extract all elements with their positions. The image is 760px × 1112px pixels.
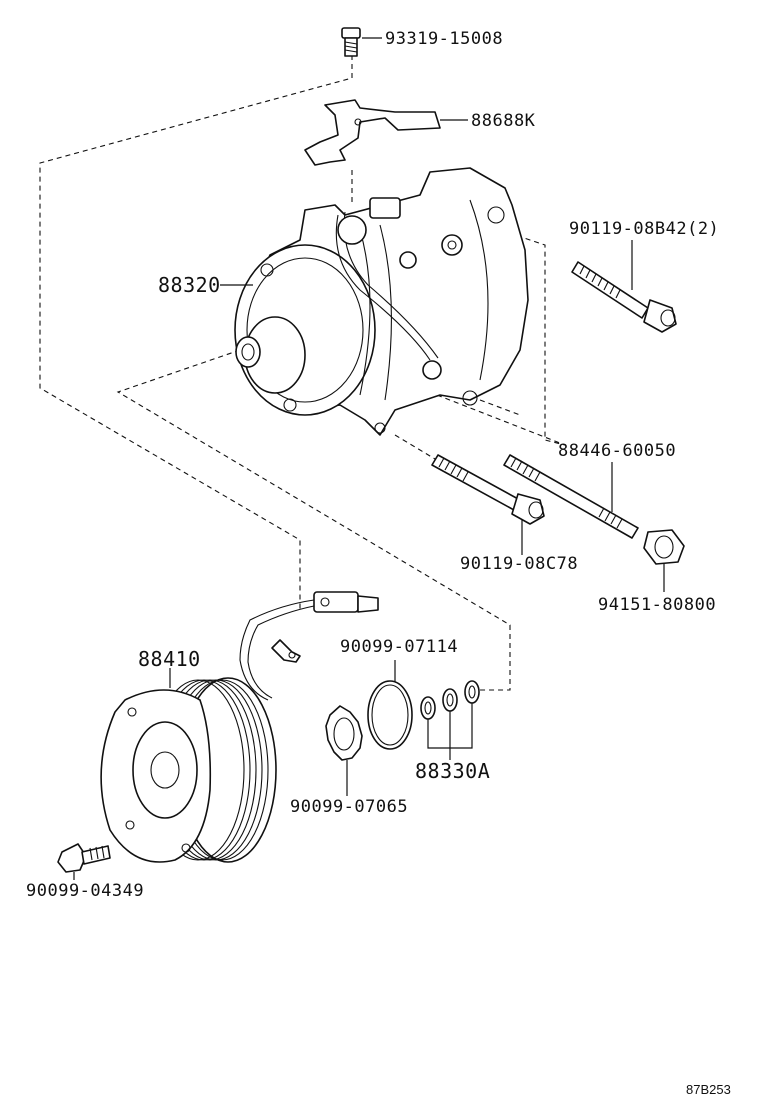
label-bolt-right: 90119-08B42(2) bbox=[569, 219, 719, 239]
label-nut: 94151-80800 bbox=[598, 595, 716, 615]
label-bolt-top: 93319-15008 bbox=[385, 29, 503, 49]
shims-88330A bbox=[420, 680, 480, 760]
bolt-90099-04349 bbox=[57, 843, 111, 880]
snap-ring-90099-07065 bbox=[325, 705, 363, 796]
label-bolt-lower: 90119-08C78 bbox=[460, 554, 578, 574]
bracket-88688K bbox=[304, 99, 468, 166]
callout-labels: 93319-15008 88688K 90119-08B42(2) 88320 … bbox=[26, 29, 731, 1097]
label-bracket: 88688K bbox=[471, 111, 536, 131]
label-bolt-clutch: 90099-04349 bbox=[26, 881, 144, 901]
bolt-90119-08C78 bbox=[431, 454, 545, 555]
magnetic-clutch-88410 bbox=[100, 668, 277, 863]
ring-90099-07114 bbox=[367, 660, 413, 750]
bolt-93319-15008 bbox=[341, 27, 382, 57]
label-clutch: 88410 bbox=[138, 647, 201, 671]
figure-reference: 87B253 bbox=[686, 1082, 731, 1097]
bolt-90119-08B42 bbox=[571, 240, 677, 333]
compressor-88320 bbox=[220, 167, 529, 436]
label-ring-large: 90099-07114 bbox=[340, 637, 458, 657]
assembly-guide-lines bbox=[39, 55, 566, 691]
clutch-wire-harness bbox=[239, 591, 379, 701]
label-snap-ring: 90099-07065 bbox=[290, 797, 408, 817]
nut-94151-80800 bbox=[643, 529, 685, 592]
label-shims: 88330A bbox=[415, 759, 490, 783]
label-compressor: 88320 bbox=[158, 273, 221, 297]
stud-88446-60050 bbox=[503, 454, 639, 539]
label-stud: 88446-60050 bbox=[558, 441, 676, 461]
